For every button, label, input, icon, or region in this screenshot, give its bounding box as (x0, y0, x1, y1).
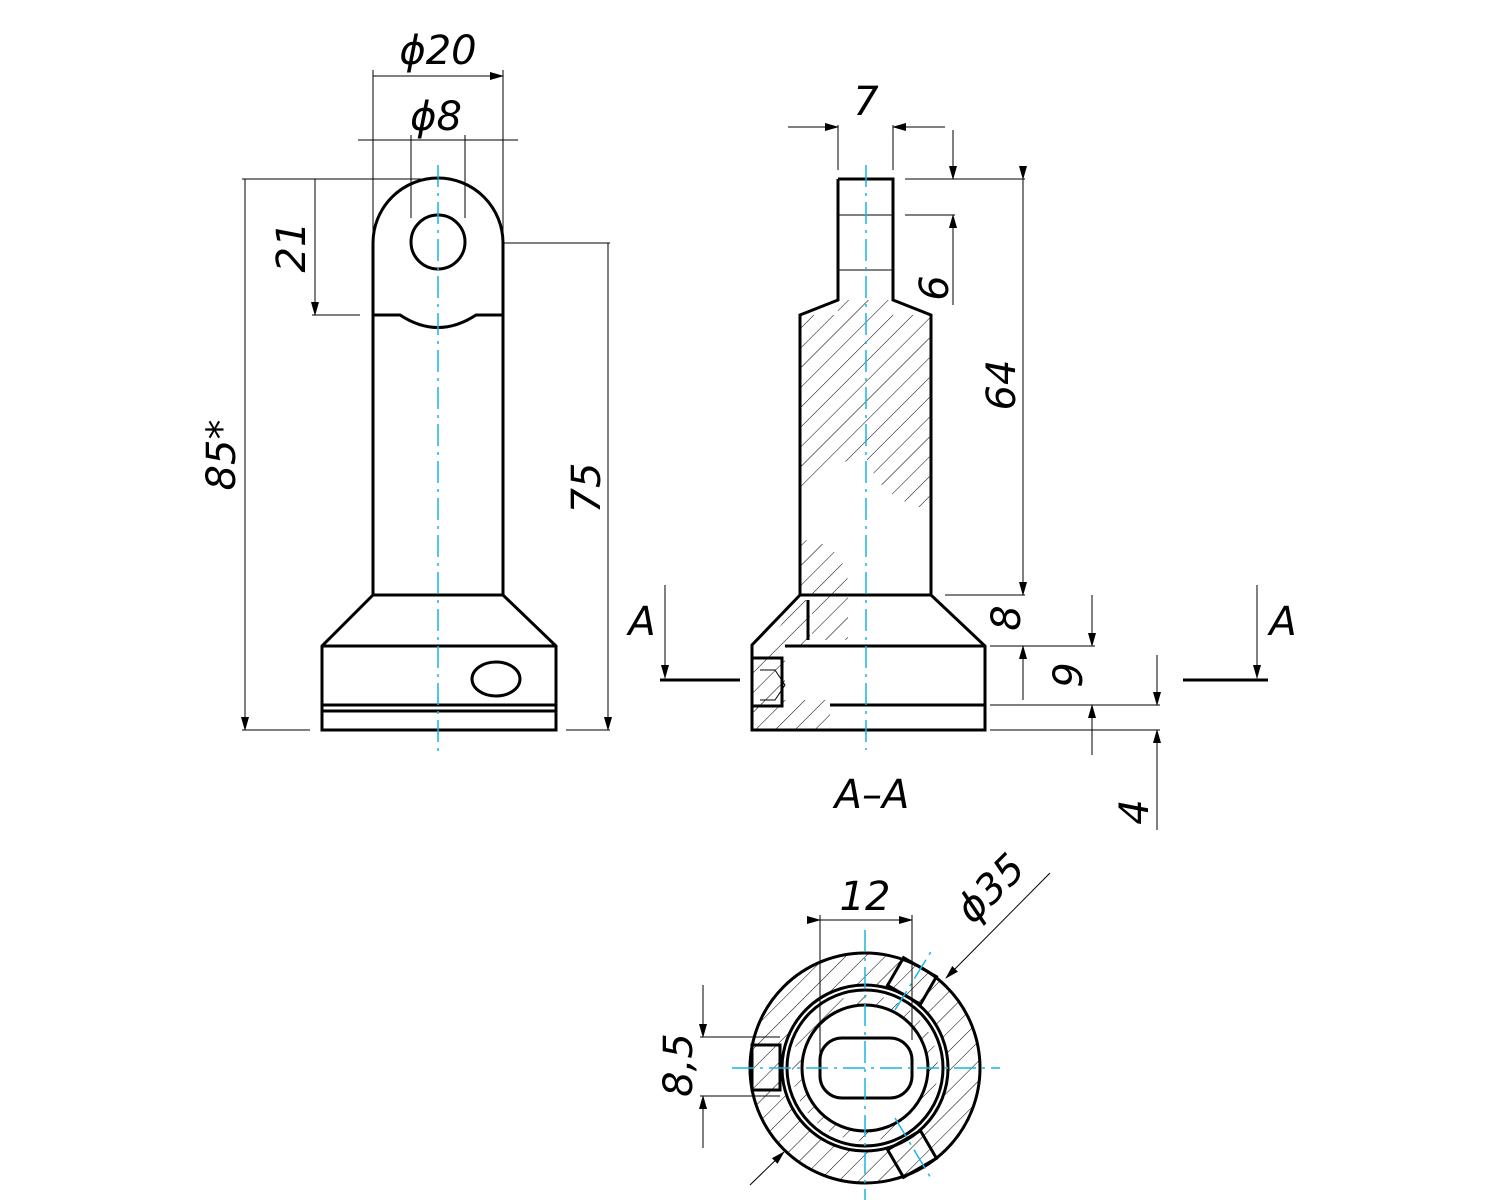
section-marker-right: A (1266, 599, 1296, 645)
section-title: A–A (832, 772, 910, 818)
section-marker-left: A (625, 599, 655, 645)
dim-8-5: 8,5 (656, 1033, 702, 1097)
dim-85: 85* (199, 420, 245, 491)
dim-diameter-20: ϕ20 (399, 28, 476, 74)
dim-12: 12 (840, 874, 891, 920)
bottom-view (699, 872, 1051, 1200)
dim-diameter-8: ϕ8 (410, 94, 462, 140)
dim-75: 75 (564, 463, 610, 514)
dim-4: 4 (1112, 799, 1158, 824)
dim-diameter-35: ϕ35 (947, 845, 1034, 932)
dim-8: 8 (984, 605, 1030, 630)
dim-9: 9 (1046, 662, 1092, 687)
dim-6: 6 (912, 275, 958, 300)
front-view (241, 70, 612, 755)
dim-21: 21 (269, 222, 315, 273)
dim-7: 7 (853, 79, 879, 125)
dim-64: 64 (979, 360, 1025, 411)
section-view (660, 123, 1268, 830)
